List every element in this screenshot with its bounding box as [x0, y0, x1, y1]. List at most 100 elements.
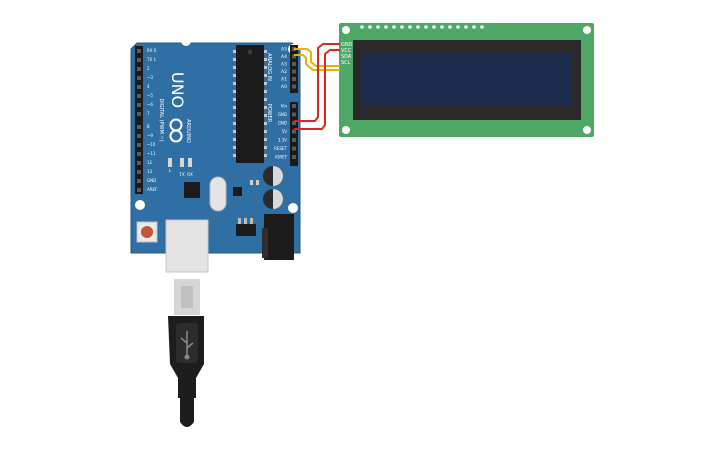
analog-pin-label: A5 [281, 47, 287, 53]
digital-pin-hole [137, 85, 141, 89]
led-label-l: L [169, 168, 172, 173]
status-leds [168, 158, 192, 167]
lcd-pin-label: SDA [341, 54, 352, 60]
led-label-tx: TX [178, 172, 184, 177]
digital-pin-label: AREF [147, 187, 158, 192]
smd-component [250, 180, 253, 185]
lcd-pin-hole [456, 25, 460, 29]
chip-pin [264, 138, 267, 141]
led-label-rx: RX [187, 172, 193, 177]
lcd-pin-hole [376, 25, 380, 29]
digital-pin-label: 12 [147, 160, 153, 165]
digital-pin-label: ~3 [147, 75, 153, 80]
lcd-pin-hole [448, 25, 452, 29]
chip-pin [233, 138, 236, 141]
lcd-pin-hole [360, 25, 364, 29]
usb-chip [184, 182, 200, 198]
chip-pin [264, 130, 267, 133]
digital-pin-label: ~6 [147, 102, 153, 107]
lcd-pin-hole [424, 25, 428, 29]
digital-pin-label: GND [147, 178, 156, 183]
digital-section-label: DIGITAL (PWM ~) [158, 98, 164, 141]
lcd-pin-hole [464, 25, 468, 29]
chip-pin [264, 74, 267, 77]
chip-pin [233, 82, 236, 85]
lcd-pin-hole [368, 25, 372, 29]
analog-pin-label: A0 [281, 84, 287, 90]
power-section-label: POWER [266, 104, 272, 123]
atmega-chip [233, 45, 267, 163]
analog-pin-label: A1 [281, 77, 287, 83]
analog-header [290, 45, 298, 93]
power-pin-hole [292, 146, 296, 151]
power-pin-hole [292, 121, 296, 125]
power-pin-hole [292, 129, 296, 134]
chip-pin [264, 106, 267, 109]
chip-pin [233, 154, 236, 157]
reset-button[interactable] [136, 221, 158, 243]
power-pin-label: 5V [282, 129, 288, 134]
digital-pin-hole [137, 161, 141, 165]
analog-section-label: ANALOG IN [266, 53, 272, 81]
smd-component [256, 180, 259, 185]
chip-pin [233, 130, 236, 133]
capacitor [263, 166, 283, 186]
digital-pin-label: ~10 [147, 142, 156, 147]
analog-pin-label: A3 [281, 62, 287, 68]
mounting-hole [583, 26, 591, 34]
digital-pin-hole [137, 188, 141, 192]
chip-pin [264, 66, 267, 69]
voltage-regulator [236, 224, 256, 236]
power-header [290, 102, 298, 166]
wire-gnd [294, 43, 340, 122]
digital-pin-hole [137, 179, 141, 183]
chip-pin [264, 114, 267, 117]
lcd-pin-hole [472, 25, 476, 29]
analog-pin-hole [292, 69, 296, 74]
lcd-pin-hole [392, 25, 396, 29]
lcd-screen [362, 53, 572, 105]
usb-cable [168, 316, 204, 427]
power-pin-hole [292, 138, 296, 142]
power-pin-label: RESET [274, 146, 287, 151]
chip-pin [233, 58, 236, 61]
usb-icon [180, 331, 194, 360]
chip-pin [264, 146, 267, 149]
power-pin-hole [292, 112, 296, 117]
digital-pin-label: ~11 [147, 151, 156, 156]
power-pin-label: 3.3V [278, 138, 287, 143]
digital-pin-hole [137, 134, 141, 138]
chip-pin [233, 66, 236, 69]
mounting-hole [135, 200, 145, 210]
lcd-pin-hole [400, 25, 404, 29]
analog-pin-hole [292, 54, 296, 59]
analog-pin-hole [292, 77, 296, 81]
chip-pin [264, 154, 267, 157]
digital-pin-hole [137, 125, 141, 129]
chip-pin [233, 50, 236, 53]
wire-sda [294, 48, 340, 67]
chip-pin [233, 74, 236, 77]
lcd-pin-hole [432, 25, 436, 29]
lcd-pin-hole [384, 25, 388, 29]
digital-pin-label: ~5 [147, 93, 153, 98]
power-pin-label: IOREF [275, 155, 288, 160]
capacitor [263, 189, 283, 209]
analog-pin-hole [292, 62, 296, 66]
lcd-pin-hole [416, 25, 420, 29]
digital-pin-hole [137, 103, 141, 107]
chip-pin [264, 122, 267, 125]
digital-pin-label: RX 0 [147, 48, 157, 53]
mounting-hole [288, 203, 298, 213]
chip-pin [233, 98, 236, 101]
chip-pin [233, 90, 236, 93]
digital-pin-label: 13 [147, 169, 153, 174]
mounting-hole [583, 126, 591, 134]
mounting-hole [342, 26, 350, 34]
lcd-pin-hole [408, 25, 412, 29]
chip-pin [233, 146, 236, 149]
lcd-top-pin-holes [360, 25, 484, 29]
digital-pin-hole [137, 112, 141, 116]
